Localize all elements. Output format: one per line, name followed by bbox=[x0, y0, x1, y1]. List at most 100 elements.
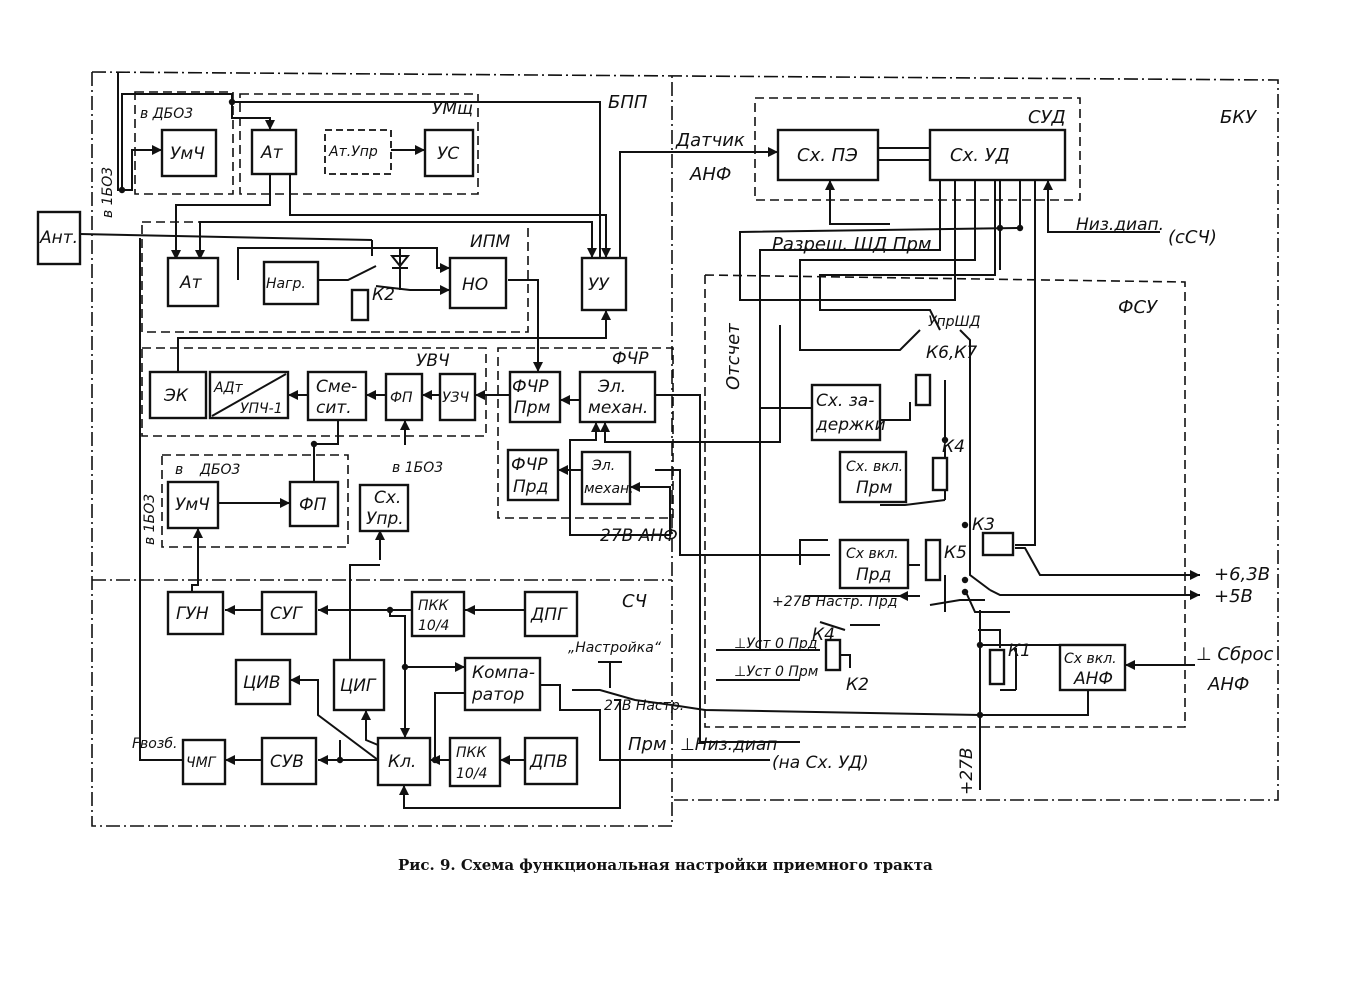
label-k5: К5 bbox=[944, 543, 967, 563]
block-sx-upr-label-1: Сх. bbox=[374, 488, 401, 508]
block-ek: ЭК bbox=[148, 370, 208, 420]
block-el-mech-2-label-b: механ. bbox=[584, 481, 634, 497]
block-suv-label: СУВ bbox=[270, 752, 304, 772]
block-gun: ГУН bbox=[166, 590, 225, 636]
block-atupr: Ат.Упр bbox=[324, 129, 392, 175]
label-k2-b: К2 bbox=[846, 675, 869, 695]
block-dpv: ДПВ bbox=[523, 736, 579, 786]
annotations: в ДБО3 в 1БО3 в ДБО3 в 1БО3 в 1БО3 К2 Да… bbox=[100, 106, 1274, 795]
label-k1: К1 bbox=[1008, 641, 1031, 661]
block-kl: Кл. bbox=[376, 736, 432, 787]
block-at-mid: Ат bbox=[166, 256, 220, 308]
block-fp-1-label: ФП bbox=[390, 390, 413, 406]
region-umsch: УМщ bbox=[432, 99, 473, 119]
block-fchr-prm-label-2: Прм bbox=[514, 398, 551, 418]
block-sx-vkl-prd: Сх вкл. Прд bbox=[838, 538, 910, 590]
block-fp-2-label: ФП bbox=[299, 495, 327, 515]
block-pkk-2: ПКК 10/4 bbox=[448, 736, 502, 788]
region-bku: БКУ bbox=[1220, 107, 1257, 128]
label-v27-vert: +27В bbox=[957, 747, 977, 795]
block-chmg: ЧМГ bbox=[181, 738, 227, 786]
block-cig-label: ЦИГ bbox=[340, 676, 377, 696]
block-atupr-label: Ат.Упр bbox=[328, 144, 378, 160]
label-v-1bo3-left: в 1БО3 bbox=[100, 167, 116, 218]
label-k2-ipm: К2 bbox=[372, 285, 395, 305]
region-uvch: УВЧ bbox=[416, 351, 450, 371]
block-pkk-1-label-a: ПКК bbox=[418, 598, 449, 614]
label-k6k7: К6,К7 bbox=[926, 343, 977, 363]
block-nagr-label: Нагр. bbox=[266, 276, 306, 292]
block-sx-vkl-anf-label-2: АНФ bbox=[1073, 669, 1113, 689]
relay-coil-k2 bbox=[350, 288, 370, 322]
block-umch-top: УмЧ bbox=[160, 128, 218, 178]
block-fchr-prd-label-2: Прд bbox=[513, 477, 548, 497]
block-pkk-1-label-b: 10/4 bbox=[418, 618, 449, 634]
block-uzch-label: УЗЧ bbox=[442, 390, 470, 406]
label-v27-nastr: 27В Настр. bbox=[604, 698, 684, 714]
block-fp-2: ФП bbox=[288, 480, 340, 528]
label-v5: +5В bbox=[1214, 586, 1253, 607]
block-adt-label: АДт bbox=[213, 380, 244, 396]
block-umch-top-label: УмЧ bbox=[170, 144, 205, 164]
block-sx-zaderzhki-label-1: Сх. за- bbox=[816, 391, 874, 411]
label-niz-diap: Низ.диап. bbox=[1076, 215, 1164, 235]
block-fchr-prd: ФЧР Прд bbox=[506, 448, 560, 502]
block-ant-label: Ант. bbox=[39, 228, 78, 248]
label-datchik: Датчик bbox=[675, 130, 745, 151]
block-suv: СУВ bbox=[260, 736, 318, 786]
label-k4-b: К4 bbox=[812, 625, 835, 645]
block-el-mech-1-label-a: Эл. bbox=[597, 377, 626, 397]
block-fchr-prm-label-1: ФЧР bbox=[512, 377, 549, 397]
label-anf-top: АНФ bbox=[689, 164, 731, 185]
label-otschet: Отсчет bbox=[723, 323, 744, 390]
label-f-vozb: Fвозб. bbox=[132, 736, 177, 752]
block-komparator: Компа- ратор bbox=[463, 656, 542, 712]
block-sug: СУГ bbox=[260, 590, 318, 636]
block-sx-vkl-anf-label-1: Сх вкл. bbox=[1064, 651, 1117, 667]
block-sx-ud: Сх. УД bbox=[928, 128, 1067, 182]
label-v27-nastr-prd: +27В Настр. Прд bbox=[772, 594, 897, 610]
block-at-top: Ат bbox=[250, 128, 298, 176]
block-civ: ЦИВ bbox=[234, 658, 292, 706]
block-adt-upch: АДт УПЧ-1 bbox=[208, 370, 290, 420]
block-sx-zaderzhki: Сх. за- держки bbox=[810, 383, 886, 442]
label-v-1bo3-small: в 1БО3 bbox=[392, 460, 443, 476]
region-titles: БПП БКУ СУД ФСУ СЧ УМщ ИПМ УВЧ ФЧР bbox=[416, 92, 1257, 612]
label-s-sch: (сСЧ) bbox=[1168, 227, 1217, 248]
block-cig: ЦИГ bbox=[332, 658, 386, 712]
relay-coil-k4b bbox=[824, 638, 842, 672]
relay-coil-k6k7 bbox=[914, 373, 932, 407]
region-fchr: ФЧР bbox=[612, 349, 649, 369]
label-v27-anf: 27В АНФ bbox=[600, 526, 678, 546]
block-smesit: Сме- сит. bbox=[306, 370, 368, 422]
block-sx-pe: Сх. ПЭ bbox=[776, 128, 880, 182]
connections bbox=[79, 72, 1200, 809]
block-uu: УУ bbox=[580, 256, 628, 312]
label-prm: Прм bbox=[628, 734, 667, 755]
block-at-top-label: Ат bbox=[260, 143, 284, 163]
block-at-mid-label: Ат bbox=[179, 273, 203, 293]
block-nagr: Нагр. bbox=[262, 260, 320, 306]
block-sx-zaderzhki-label-2: держки bbox=[815, 415, 886, 435]
block-sx-vkl-prm-label-1: Сх. вкл. bbox=[846, 459, 903, 475]
block-us-label: УС bbox=[437, 144, 459, 164]
blocks: Ант. УмЧ Ат Ат.Упр УС Ат Нагр. НО bbox=[36, 128, 1127, 788]
relay-coil-k1 bbox=[988, 648, 1006, 686]
region-sud: СУД bbox=[1028, 107, 1066, 128]
junctions bbox=[118, 98, 1024, 764]
block-dpg-label: ДПГ bbox=[530, 605, 568, 625]
block-dpg: ДПГ bbox=[523, 590, 579, 638]
block-sx-vkl-prm: Сх. вкл. Прм bbox=[838, 450, 908, 504]
block-smesit-label-1: Сме- bbox=[316, 377, 357, 397]
block-sx-pe-label: Сх. ПЭ bbox=[797, 145, 858, 166]
block-uzch: УЗЧ bbox=[438, 372, 477, 422]
block-sx-upr-label-2: Упр. bbox=[366, 509, 404, 529]
label-niz-diap-2: ⊥Низ.диап bbox=[680, 735, 777, 755]
label-v63: +6,3В bbox=[1214, 564, 1270, 585]
block-kl-label: Кл. bbox=[388, 752, 416, 772]
block-el-mech-1-label-b: механ. bbox=[588, 398, 648, 418]
label-nastroika: „Настройка“ bbox=[568, 640, 662, 656]
label-na-sx-ud: (на Сх. УД) bbox=[772, 753, 869, 773]
label-ust0-prm: ⊥Уст 0 Прм bbox=[734, 664, 819, 680]
